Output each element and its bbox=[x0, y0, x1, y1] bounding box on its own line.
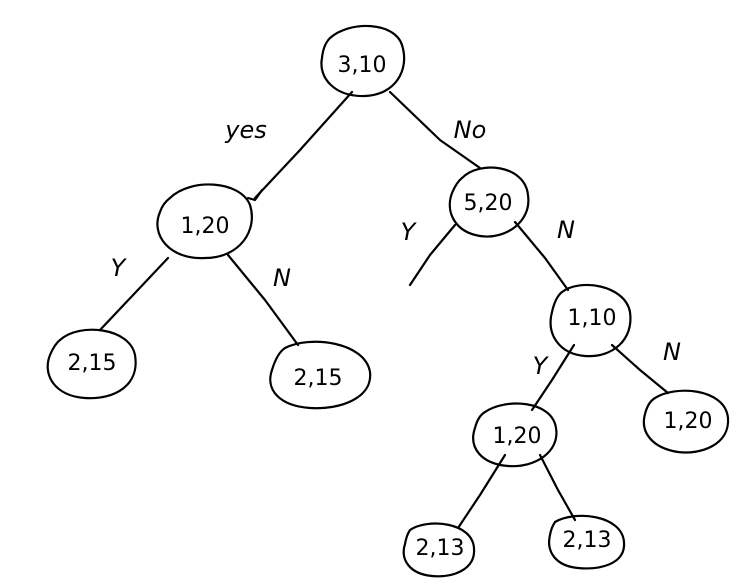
node-rrll-label: 2,13 bbox=[416, 536, 465, 561]
edge-label-left-y: Y bbox=[111, 254, 128, 282]
edge-label-rr-n: N bbox=[663, 338, 681, 366]
edge-rrl-rrlr bbox=[538, 453, 577, 522]
node-ll-label: 2,15 bbox=[68, 351, 117, 376]
edge-label-right-n: N bbox=[557, 216, 575, 244]
edge-label-right-y: Y bbox=[401, 218, 418, 246]
node-ll: 2,15 bbox=[46, 328, 137, 400]
node-rrlr: 2,13 bbox=[548, 514, 626, 570]
edge-label-left-n: N bbox=[273, 264, 291, 292]
node-rrl-label: 1,20 bbox=[493, 424, 542, 449]
edge-labels: yes No Y N Y N Y N bbox=[111, 116, 681, 380]
node-right-label: 5,20 bbox=[464, 191, 513, 216]
node-left-label: 1,20 bbox=[181, 214, 230, 239]
node-left: 1,20 bbox=[156, 183, 253, 260]
node-root: 3,10 bbox=[320, 24, 406, 98]
node-rr-label: 1,10 bbox=[568, 306, 617, 331]
tree-nodes: 3,10 1,20 5,20 2,15 2,15 1,10 1,20 1,20 bbox=[46, 24, 730, 578]
node-rrlr-label: 2,13 bbox=[563, 528, 612, 553]
node-rrr: 1,20 bbox=[642, 389, 730, 454]
node-root-label: 3,10 bbox=[338, 53, 387, 78]
edge-root-left-arrow bbox=[246, 188, 264, 202]
tree-edges bbox=[98, 90, 670, 530]
edge-label-no: No bbox=[454, 116, 487, 144]
edge-rr-rrl bbox=[530, 343, 576, 412]
edge-rr-rrr bbox=[610, 343, 670, 395]
node-rrll: 2,13 bbox=[402, 522, 476, 578]
edge-root-left bbox=[253, 90, 354, 200]
edge-left-lr bbox=[226, 253, 300, 347]
edge-root-right bbox=[388, 90, 482, 170]
node-rrr-label: 1,20 bbox=[664, 409, 713, 434]
edge-left-ll bbox=[98, 256, 170, 332]
edge-right-l-stub bbox=[408, 223, 457, 287]
edge-label-rr-y: Y bbox=[533, 352, 550, 380]
node-rr: 1,10 bbox=[549, 283, 632, 358]
edge-rrl-rrll bbox=[456, 453, 507, 530]
edge-label-yes: yes bbox=[224, 116, 266, 144]
node-rrl: 1,20 bbox=[472, 402, 558, 468]
node-right: 5,20 bbox=[448, 166, 530, 238]
edge-right-rr bbox=[513, 220, 570, 292]
node-lr: 2,15 bbox=[269, 340, 372, 410]
node-lr-label: 2,15 bbox=[294, 366, 343, 391]
